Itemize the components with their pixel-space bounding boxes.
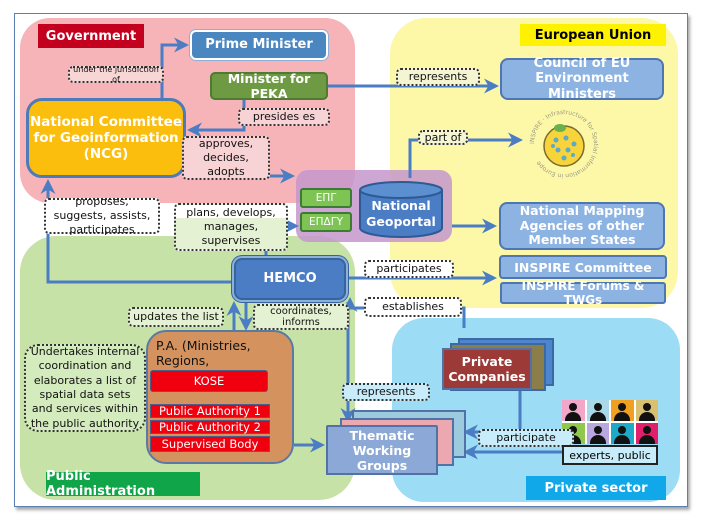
geoportal-node: National Geoportal xyxy=(366,198,436,229)
european-union-tag: European Union xyxy=(520,24,666,46)
private-companies-node: Private Companies xyxy=(442,348,532,390)
inspire-logo-icon: INSPIRE · Infrastructure for Spatial Inf… xyxy=(529,109,599,179)
plans-label: plans, develops, manages, supervises xyxy=(174,203,288,251)
council-node: Council of EU Environment Ministers xyxy=(500,56,664,102)
person-silhouette-icon xyxy=(611,423,634,444)
ncg-node: National Committee for Geoinformation (N… xyxy=(26,98,186,178)
participate-label: participate xyxy=(478,429,574,447)
database-icon xyxy=(359,181,443,238)
epdgy-node: ΕΠΔΓΥ xyxy=(300,212,352,232)
people-grid xyxy=(562,400,658,444)
person-silhouette-icon xyxy=(635,423,658,444)
experts-public-node: experts, public xyxy=(562,445,658,465)
public-administration-tag: Public Administration xyxy=(46,469,200,499)
part-of-label: part of xyxy=(418,130,468,145)
coordinates-label: coordinates, informs xyxy=(253,304,349,330)
updates-list-label: updates the list xyxy=(128,307,224,327)
epg-node: ΕΠΓ xyxy=(300,188,352,208)
person-silhouette-icon xyxy=(635,400,658,421)
kose-node: KOSE xyxy=(150,370,268,392)
undertakes-label: Undertakes internal coordination and ela… xyxy=(24,344,146,432)
private-sector-tag: Private sector xyxy=(526,476,666,500)
participates-label: participates xyxy=(364,260,454,278)
represents-eu-label: represents xyxy=(396,68,480,86)
public-authority-1-node: Public Authority 1 xyxy=(150,404,270,418)
person-silhouette-icon xyxy=(611,400,634,421)
national-mapping-agencies-node: National Mapping Agencies of other Membe… xyxy=(499,202,665,250)
hemco-node: HEMCO xyxy=(234,258,346,300)
prime-minister-node: Prime Minister xyxy=(190,30,328,60)
government-tag: Government xyxy=(38,24,144,48)
supervised-body-node: Supervised Body xyxy=(150,436,270,452)
minister-peka-node: Minister for PEKA xyxy=(210,71,328,101)
proposes-label: proposes, suggests, assists, participate… xyxy=(44,195,160,236)
person-silhouette-icon xyxy=(586,423,609,444)
inspire-forums-node: INSPIRE Forums & TWGs xyxy=(500,279,666,307)
inspire-committee-node: INSPIRE Committee xyxy=(499,255,667,279)
establishes-label: establishes xyxy=(364,297,462,317)
person-silhouette-icon xyxy=(562,400,585,421)
under-jurisdiction-label: under the jurisdiction of xyxy=(68,65,164,84)
approves-label: approves, decides, adopts xyxy=(182,136,270,180)
thematic-groups-node: Thematic Working Groups xyxy=(326,425,438,475)
public-authority-2-node: Public Authority 2 xyxy=(150,420,270,434)
presides-label: presides es xyxy=(238,108,330,126)
person-silhouette-icon xyxy=(586,400,609,421)
represents-twg-label: represents xyxy=(342,383,430,401)
